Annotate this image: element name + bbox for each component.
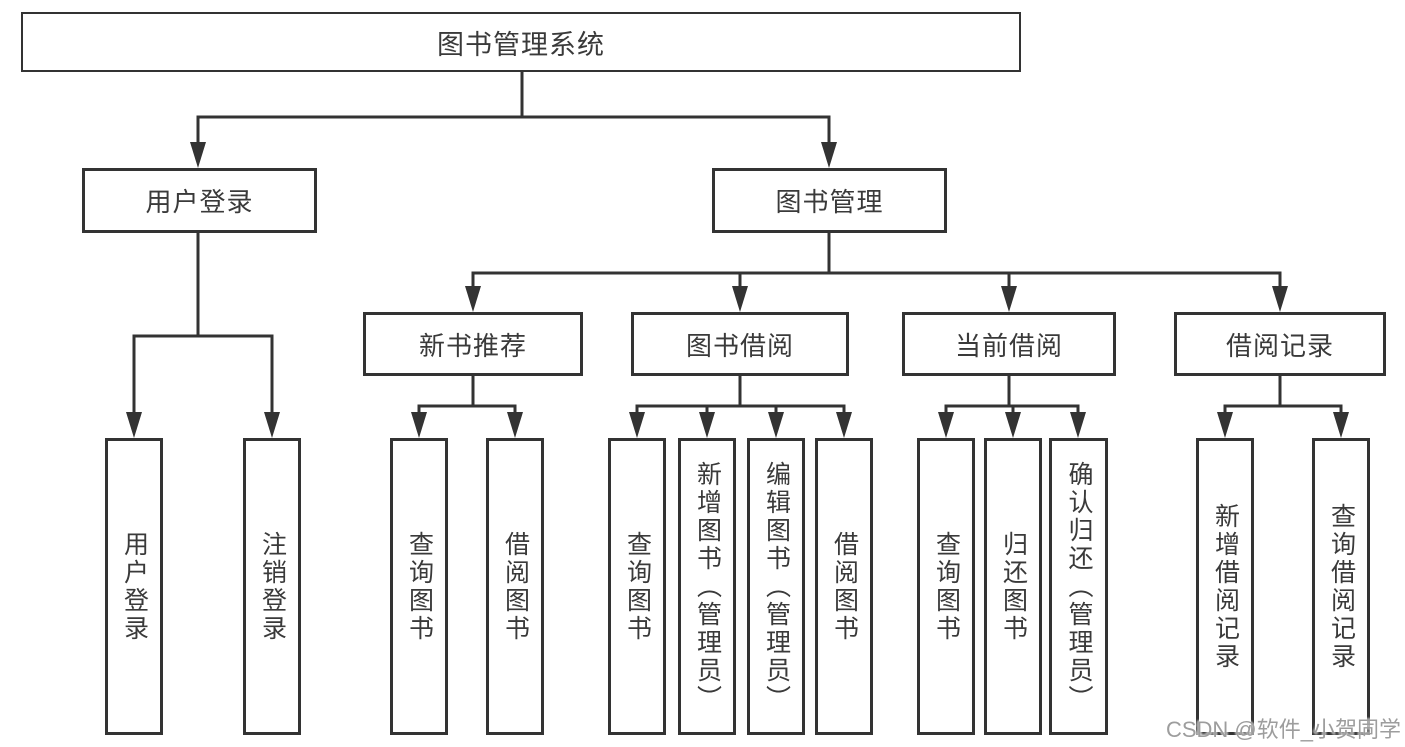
arrowhead — [836, 412, 852, 438]
csdn-watermark: CSDN @软件_小贺同学 — [1165, 717, 1401, 742]
leaf-query-books-recommend: 查询图书 — [390, 438, 448, 735]
leaf-borrow-books-recommend: 借阅图书 — [486, 438, 544, 735]
node-label: 新增图书（管理员） — [693, 460, 722, 713]
node-label: 当前借阅 — [954, 330, 1063, 361]
node-label: 图书管理系统 — [437, 29, 605, 60]
node-label: 编辑图书（管理员） — [762, 460, 791, 713]
node-label: 查询图书 — [932, 530, 961, 643]
leaf-add-borrow-record: 新增借阅记录 — [1196, 438, 1254, 735]
node-label: 用户登录 — [145, 187, 254, 217]
arrowhead — [190, 142, 206, 168]
arrowhead — [507, 412, 523, 438]
arrowhead — [629, 412, 645, 438]
leaf-logout: 注销登录 — [243, 438, 301, 735]
node-book-borrowing: 图书借阅 — [631, 312, 849, 376]
node-borrowing-records: 借阅记录 — [1174, 312, 1386, 376]
leaf-add-book-admin: 新增图书（管理员） — [678, 438, 736, 735]
node-label: 用户登录 — [120, 530, 149, 643]
arrowhead — [768, 412, 784, 438]
node-label: 图书借阅 — [685, 330, 794, 361]
node-label: 新增借阅记录 — [1211, 502, 1240, 671]
arrowhead — [264, 412, 280, 438]
leaf-query-borrow-record: 查询借阅记录 — [1312, 438, 1370, 735]
arrowhead — [1217, 412, 1233, 438]
node-label: 查询图书 — [623, 530, 652, 643]
arrowhead — [1070, 412, 1086, 438]
arrowhead — [1272, 286, 1288, 312]
node-book-management: 图书管理 — [712, 168, 947, 233]
node-current-borrowing: 当前借阅 — [902, 312, 1116, 376]
arrowhead — [411, 412, 427, 438]
arrowhead — [1333, 412, 1349, 438]
arrowhead — [938, 412, 954, 438]
node-library-management-system: 图书管理系统 — [21, 12, 1021, 72]
node-label: 归还图书 — [999, 530, 1028, 643]
leaf-query-books-borrowing: 查询图书 — [608, 438, 666, 735]
arrowhead — [126, 412, 142, 438]
arrowhead — [699, 412, 715, 438]
node-label: 查询图书 — [405, 530, 434, 643]
arrowhead — [732, 286, 748, 312]
node-label: 借阅记录 — [1225, 330, 1334, 361]
node-label: 借阅图书 — [830, 530, 859, 643]
arrowhead — [1005, 412, 1021, 438]
leaf-user-login: 用户登录 — [105, 438, 163, 735]
arrowhead — [821, 142, 837, 168]
arrowhead — [465, 286, 481, 312]
node-label: 借阅图书 — [501, 530, 530, 643]
node-label: 查询借阅记录 — [1327, 502, 1356, 671]
node-label: 新书推荐 — [418, 330, 527, 361]
node-new-book-recommendation: 新书推荐 — [363, 312, 583, 376]
node-label: 确认归还（管理员） — [1065, 460, 1093, 713]
leaf-return-book: 归还图书 — [984, 438, 1042, 735]
leaf-edit-book-admin: 编辑图书（管理员） — [747, 438, 805, 735]
leaf-borrow-books: 借阅图书 — [815, 438, 873, 735]
leaf-confirm-return-admin: 确认归还（管理员） — [1049, 438, 1108, 735]
node-label: 图书管理 — [775, 187, 884, 217]
node-label: 注销登录 — [258, 530, 287, 643]
node-user-login: 用户登录 — [82, 168, 317, 233]
leaf-query-books-current: 查询图书 — [917, 438, 975, 735]
arrowhead — [1001, 286, 1017, 312]
